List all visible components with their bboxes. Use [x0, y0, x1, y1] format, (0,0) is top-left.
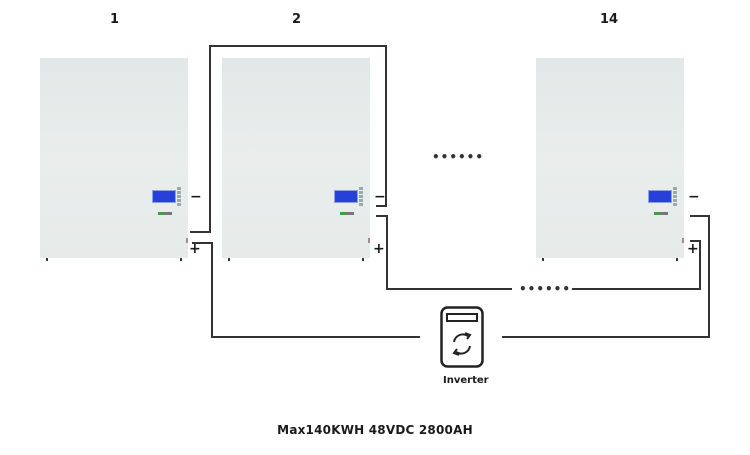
- inverter-icon: [440, 306, 484, 368]
- more-batteries-ellipsis: ••••••: [432, 150, 485, 164]
- status-leds: [359, 187, 365, 207]
- terminal: [186, 238, 188, 243]
- foot: [228, 258, 230, 261]
- status-leds: [673, 187, 679, 207]
- battery-number-14: 14: [600, 12, 619, 27]
- foot: [542, 258, 544, 261]
- terminal: [682, 238, 684, 243]
- foot: [180, 258, 182, 261]
- foot: [362, 258, 364, 261]
- lcd-display: [152, 190, 176, 203]
- status-leds: [177, 187, 183, 207]
- foot: [676, 258, 678, 261]
- bus-ellipsis: ••••••: [519, 282, 572, 296]
- positive-terminal-sign: +: [687, 241, 699, 257]
- foot: [46, 258, 48, 261]
- lcd-display: [648, 190, 672, 203]
- lcd-display: [334, 190, 358, 203]
- inverter-label: Inverter: [443, 375, 489, 386]
- battery-unit-2: [222, 58, 370, 261]
- battery-number-1: 1: [110, 12, 120, 27]
- battery-unit-14: [536, 58, 684, 261]
- brand-logo: [340, 212, 354, 215]
- negative-terminal-sign: −: [688, 189, 700, 205]
- negative-terminal-sign: −: [190, 189, 202, 205]
- positive-terminal-sign: +: [373, 241, 385, 257]
- positive-terminal-sign: +: [189, 241, 201, 257]
- terminal: [368, 238, 370, 243]
- brand-logo: [158, 212, 172, 215]
- battery-number-2: 2: [292, 12, 302, 27]
- negative-terminal-sign: −: [374, 189, 386, 205]
- battery-unit-1: [40, 58, 188, 261]
- brand-logo: [654, 212, 668, 215]
- system-capacity-caption: Max140KWH 48VDC 2800AH: [277, 423, 473, 437]
